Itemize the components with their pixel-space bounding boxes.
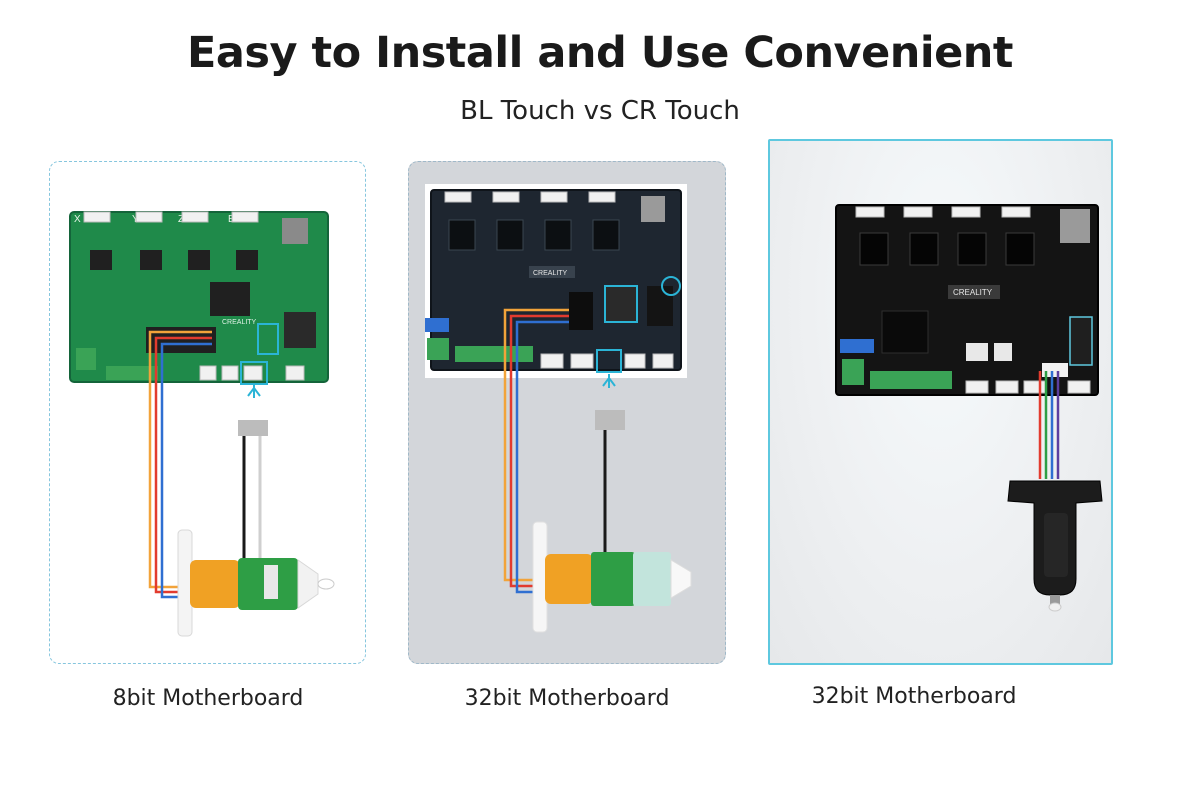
motherboard-8bit: X Y Z E xyxy=(69,211,329,385)
bltouch-32bit-wiring-illustration: CREALITY xyxy=(425,184,692,633)
brand-label: CREALITY xyxy=(953,288,993,297)
page-subtitle: BL Touch vs CR Touch xyxy=(460,96,740,126)
brand-label: CREALITY xyxy=(533,270,568,277)
bltouch-probe xyxy=(532,521,692,633)
crtouch-32bit-wiring-illustration: CREALITY xyxy=(835,204,1103,612)
brand-label: CREALITY xyxy=(222,319,257,326)
caption-8bit-motherboard: 8bit Motherboard xyxy=(112,686,304,711)
page-title: Easy to Install and Use Convenient xyxy=(187,28,1013,78)
axis-label-x: X xyxy=(74,214,81,225)
crtouch-probe xyxy=(1007,480,1103,612)
axis-label-z: Z xyxy=(178,214,184,225)
panel-8bit-bltouch: X Y Z E xyxy=(49,161,366,664)
bltouch-8bit-wiring-illustration: X Y Z E xyxy=(69,211,335,637)
panel-32bit-crtouch: CREALITY xyxy=(768,139,1113,665)
caption-32bit-motherboard: 32bit Motherboard xyxy=(464,686,670,711)
crtouch-cables xyxy=(1038,371,1060,479)
motherboard-32bit-black: CREALITY xyxy=(835,204,1099,396)
motherboard-32bit: CREALITY xyxy=(425,189,682,373)
panel-32bit-bltouch: CREALITY xyxy=(408,161,726,664)
caption-32bit-motherboard-crtouch: 32bit Motherboard xyxy=(811,684,1017,709)
creality-logo: CREALITY xyxy=(222,319,257,326)
bltouch-probe xyxy=(177,529,335,637)
